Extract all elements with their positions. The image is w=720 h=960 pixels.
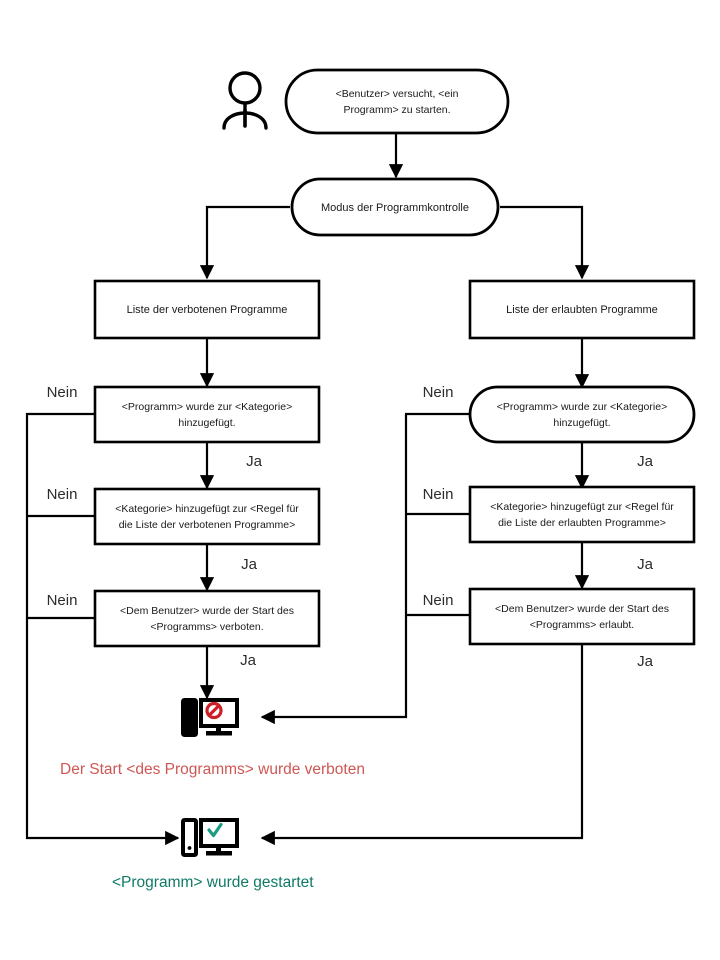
node-left-category-line2: hinzugefügt. — [178, 417, 235, 429]
node-left-rule: <Kategorie> hinzugefügt zur <Regel für d… — [93, 487, 321, 546]
node-right-user: <Dem Benutzer> wurde der Start des <Prog… — [468, 587, 696, 646]
node-right-user-line2: <Programms> erlaubt. — [530, 619, 634, 631]
edge-label-right-nein-1: Nein — [423, 384, 454, 401]
node-right-rule-line2: die Liste der erlaubten Programme> — [498, 517, 666, 529]
outcome-denied-text: Der Start <des Programms> wurde verboten — [60, 761, 365, 778]
node-start: <Benutzer> versucht, <ein Programm> zu s… — [284, 68, 510, 135]
edge-label-left-nein-1: Nein — [47, 384, 78, 401]
edge-label-right-ja-2: Ja — [637, 556, 654, 573]
node-start-line1: <Benutzer> versucht, <ein — [336, 88, 459, 100]
edge-label-left-nein-2: Nein — [47, 486, 78, 503]
node-right-rule: <Kategorie> hinzugefügt zur <Regel für d… — [468, 485, 696, 544]
node-left-user-line1: <Dem Benutzer> wurde der Start des — [120, 605, 294, 617]
node-right-rule-line1: <Kategorie> hinzugefügt zur <Regel für — [490, 501, 674, 513]
edge-left-nein-rail — [25, 412, 180, 846]
node-left-rule-line1: <Kategorie> hinzugefügt zur <Regel für — [115, 503, 299, 515]
node-left-user-line2: <Programms> verboten. — [150, 621, 263, 633]
node-right-category-line1: <Programm> wurde zur <Kategorie> — [497, 401, 667, 413]
edge-label-right-nein-3: Nein — [423, 592, 454, 609]
pc-allowed-icon — [181, 818, 239, 857]
node-left-category: <Programm> wurde zur <Kategorie> hinzuge… — [93, 385, 321, 444]
edge-label-left-ja-3: Ja — [240, 652, 257, 669]
node-allowed-list: Liste der erlaubten Programme — [468, 279, 696, 340]
node-left-rule-line2: die Liste der verbotenen Programme> — [119, 519, 296, 531]
edge-label-left-ja-1: Ja — [246, 453, 263, 470]
node-right-category: <Programm> wurde zur <Kategorie> hinzuge… — [468, 385, 696, 444]
node-left-user: <Dem Benutzer> wurde der Start des <Prog… — [93, 589, 321, 648]
edge-right-ja-to-allowed — [260, 644, 584, 846]
node-mode-label: Modus der Programmkontrolle — [321, 202, 469, 214]
edge-label-right-ja-3: Ja — [637, 653, 654, 670]
node-left-category-line1: <Programm> wurde zur <Kategorie> — [122, 401, 292, 413]
node-right-category-line2: hinzugefügt. — [553, 417, 610, 429]
edge-mode-to-denied-list — [199, 205, 290, 280]
edge-label-right-nein-2: Nein — [423, 486, 454, 503]
node-start-line2: Programm> zu starten. — [343, 104, 450, 116]
node-right-user-line1: <Dem Benutzer> wurde der Start des — [495, 603, 669, 615]
edge-right-nein-rail — [260, 412, 470, 725]
edge-label-right-ja-1: Ja — [637, 453, 654, 470]
edge-label-left-nein-3: Nein — [47, 592, 78, 609]
user-actor-icon — [222, 71, 268, 130]
node-denied-list-label: Liste der verbotenen Programme — [127, 304, 288, 316]
edge-label-left-ja-2: Ja — [241, 556, 258, 573]
node-mode: Modus der Programmkontrolle — [290, 177, 500, 237]
node-denied-list: Liste der verbotenen Programme — [93, 279, 321, 340]
pc-blocked-icon — [181, 698, 239, 737]
edge-mode-to-allowed-list — [500, 205, 590, 280]
outcome-allowed-text: <Programm> wurde gestartet — [112, 874, 314, 891]
node-allowed-list-label: Liste der erlaubten Programme — [506, 304, 658, 316]
